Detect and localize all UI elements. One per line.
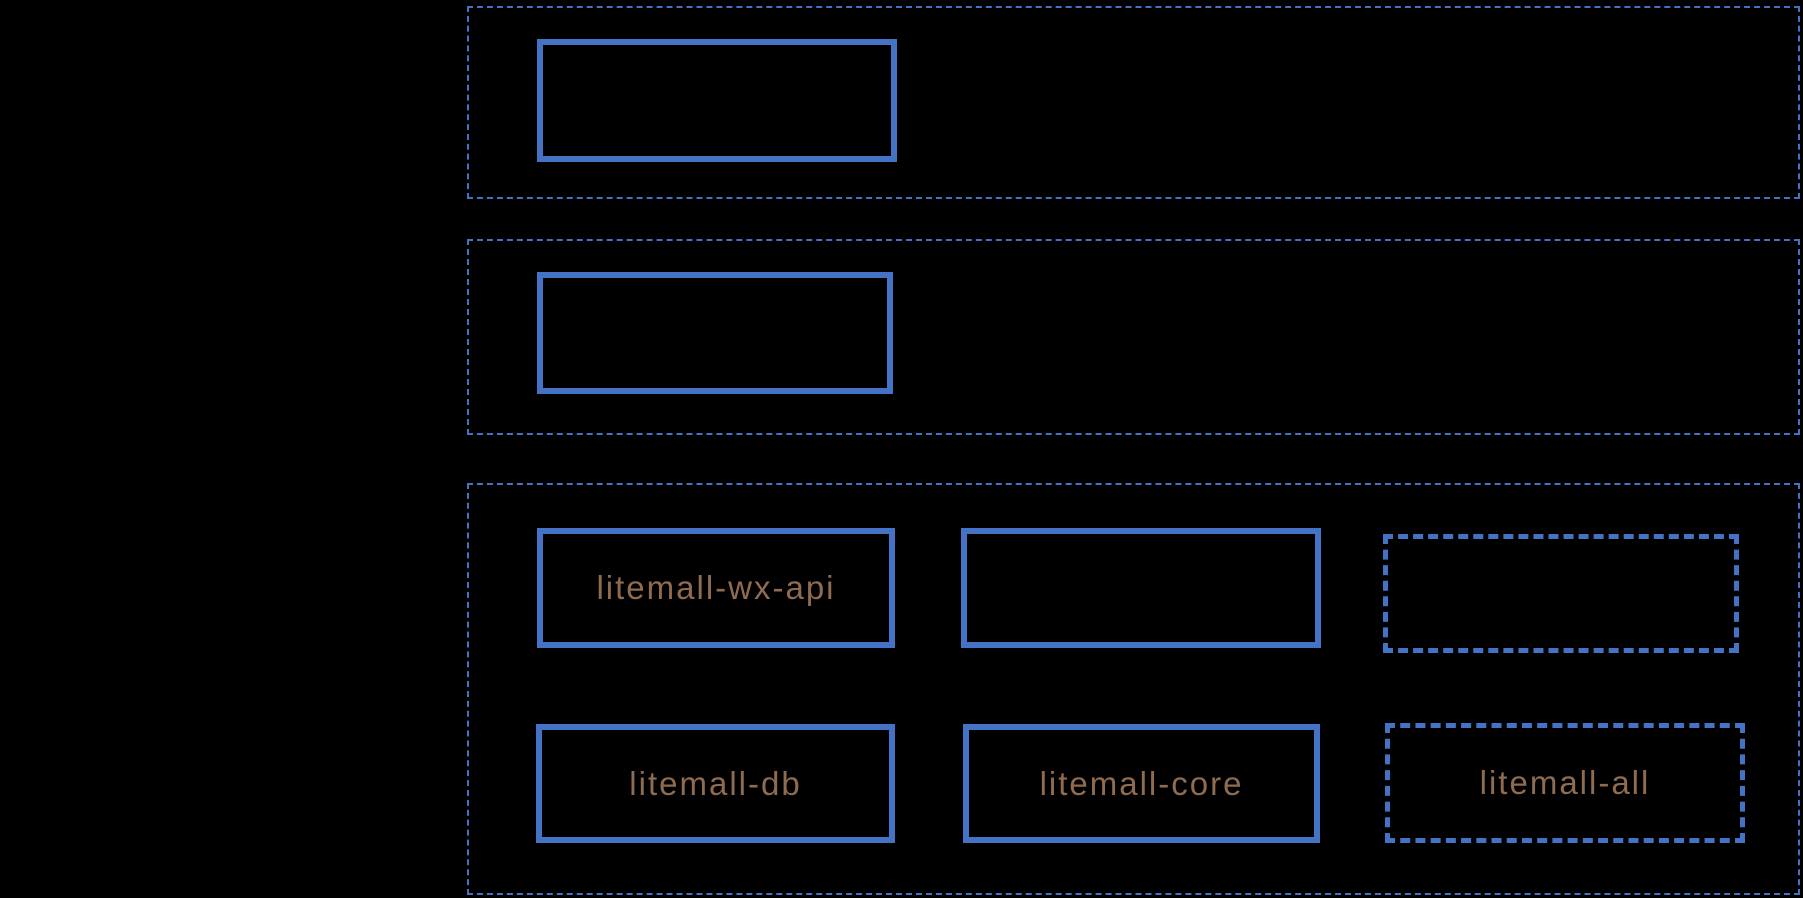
group-top — [467, 6, 1800, 199]
node-litemall-db: litemall-db — [536, 724, 895, 843]
node-litemall-core: litemall-core — [963, 724, 1320, 843]
node-label: litemall-wx-api — [596, 569, 836, 606]
node-litemall-all: litemall-all — [1385, 723, 1745, 843]
node-middle-box — [537, 272, 893, 394]
node-bottom-row1-box3-dashed — [1383, 534, 1739, 653]
node-bottom-row1-box2 — [961, 528, 1321, 648]
node-label: litemall-all — [1479, 764, 1651, 801]
node-label: litemall-core — [1039, 764, 1244, 802]
group-bottom — [467, 483, 1800, 895]
node-litemall-wx-api: litemall-wx-api — [537, 528, 895, 648]
node-top-box — [537, 39, 897, 162]
node-label: litemall-db — [629, 764, 802, 802]
group-middle — [467, 239, 1800, 435]
